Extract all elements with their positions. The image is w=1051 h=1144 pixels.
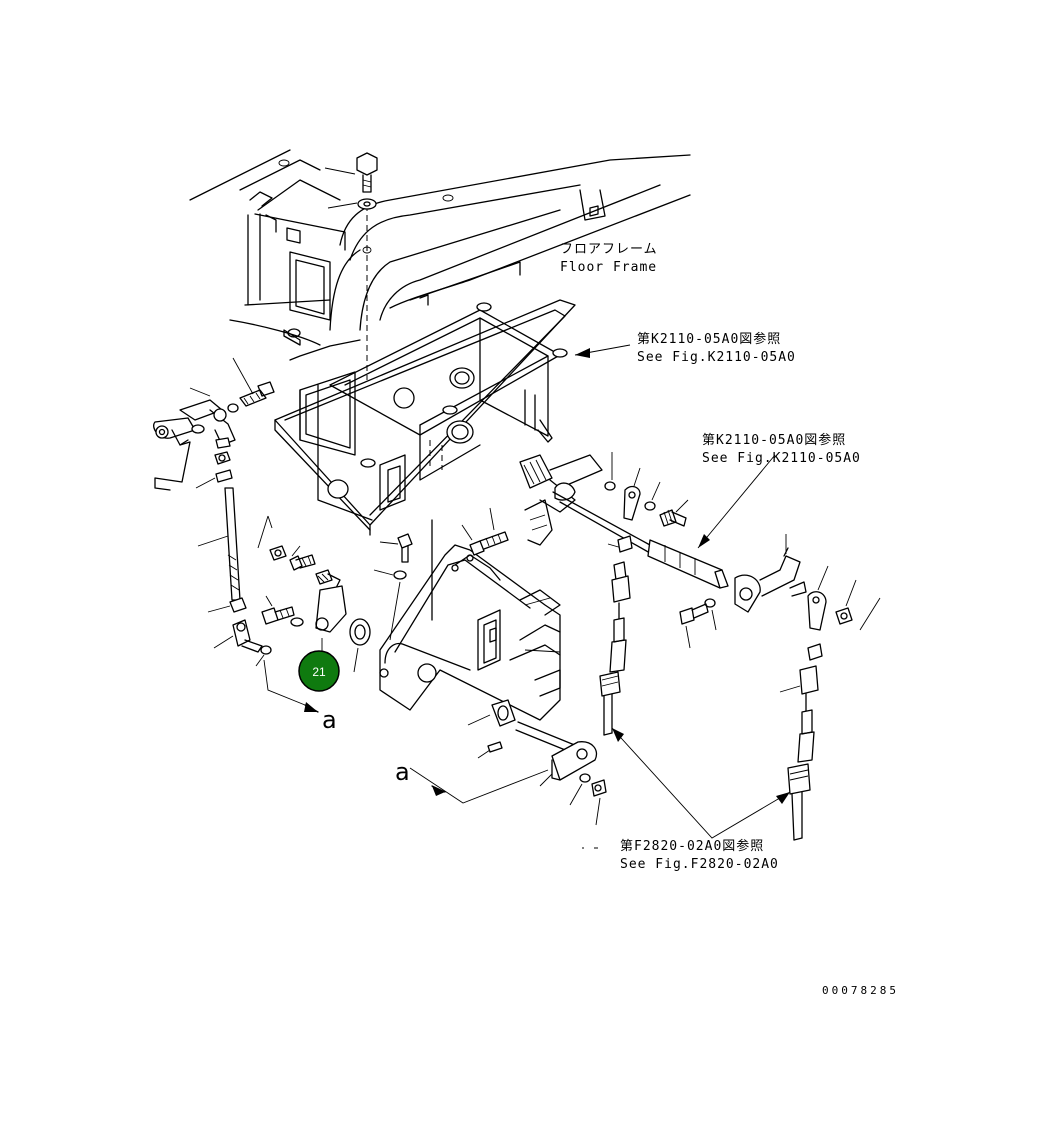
top-bolt xyxy=(324,152,378,210)
floor-frame xyxy=(189,149,691,361)
part-callout-21[interactable]: 21 xyxy=(298,650,340,692)
pedal-bracket xyxy=(379,519,561,721)
middle-small-parts xyxy=(257,515,371,673)
bracket-fasteners xyxy=(373,507,516,759)
left-linkage-parts xyxy=(153,357,319,713)
reference-2-label-en: See Fig.K2110-05A0 xyxy=(702,451,861,466)
control-cables xyxy=(599,561,823,841)
right-linkage xyxy=(519,452,881,649)
reference-1-label-en: See Fig.K2110-05A0 xyxy=(637,350,796,365)
floor-frame-label-jp: フロアフレーム xyxy=(560,242,658,257)
floor-frame-label-en: Floor Frame xyxy=(560,260,657,275)
reference-3-label-jp: 第F2820-02A0図参照 xyxy=(620,838,764,854)
pedal-lever xyxy=(409,721,607,826)
callout-number: 21 xyxy=(312,665,326,679)
drawing-code: 00078285 xyxy=(822,984,899,997)
reference-2-label-jp: 第K2110-05A0図参照 xyxy=(702,432,846,448)
console-box xyxy=(274,299,576,536)
reference-leaders xyxy=(574,344,776,849)
callout-circle xyxy=(298,650,340,692)
connection-marker-a-left: a xyxy=(322,706,337,734)
reference-3-label-en: See Fig.F2820-02A0 xyxy=(620,857,779,872)
connection-marker-a-bottom: a xyxy=(395,758,410,786)
reference-1-label-jp: 第K2110-05A0図参照 xyxy=(637,331,781,347)
